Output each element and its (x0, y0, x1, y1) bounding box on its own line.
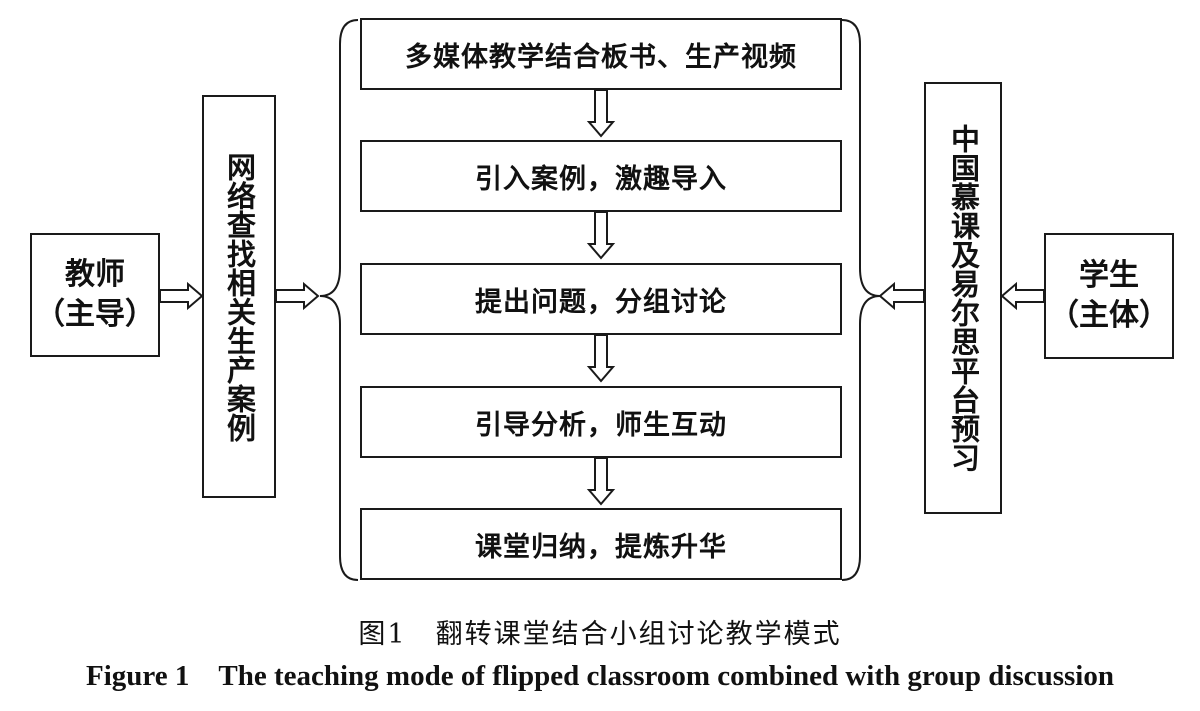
left-column-box: 网络查找相关生产案例 (202, 95, 276, 498)
step-box-2: 引入案例，激趣导入 (360, 140, 842, 212)
step-1-text: 多媒体教学结合板书、生产视频 (405, 41, 797, 73)
student-role: （主体） (1049, 298, 1169, 333)
step-4-text: 引导分析，师生互动 (475, 409, 727, 441)
step-5-text: 课堂归纳，提炼升华 (475, 531, 727, 563)
left-arrow-right-column (878, 281, 925, 311)
step-3-text: 提出问题，分组讨论 (475, 286, 727, 318)
down-arrow-4 (586, 457, 616, 506)
caption-chinese: 图1 翻转课堂结合小组讨论教学模式 (358, 619, 842, 650)
teacher-role: （主导） (35, 297, 155, 332)
down-arrow-2 (586, 211, 616, 260)
left-brace (319, 19, 359, 581)
step-box-1: 多媒体教学结合板书、生产视频 (360, 18, 842, 90)
student-box: 学生 （主体） (1044, 233, 1174, 359)
step-box-5: 课堂归纳，提炼升华 (360, 508, 842, 580)
left-arrow-student (1000, 281, 1045, 311)
caption-english: Figure 1 The teaching mode of flipped cl… (86, 660, 1114, 692)
teacher-label: 教师 (65, 257, 125, 292)
student-label: 学生 (1079, 258, 1139, 293)
down-arrow-1 (586, 89, 616, 138)
step-box-4: 引导分析，师生互动 (360, 386, 842, 458)
down-arrow-3 (586, 334, 616, 383)
left-column-text: 网络查找相关生产案例 (222, 151, 257, 442)
right-column-text: 中国慕课及易尔思平台预习 (946, 124, 981, 472)
step-box-3: 提出问题，分组讨论 (360, 263, 842, 335)
right-arrow-teacher (159, 281, 204, 311)
step-2-text: 引入案例，激趣导入 (475, 163, 727, 195)
teacher-box: 教师 （主导） (30, 233, 160, 357)
right-column-box: 中国慕课及易尔思平台预习 (924, 82, 1002, 514)
right-arrow-left-column (275, 281, 320, 311)
right-brace (841, 19, 881, 581)
